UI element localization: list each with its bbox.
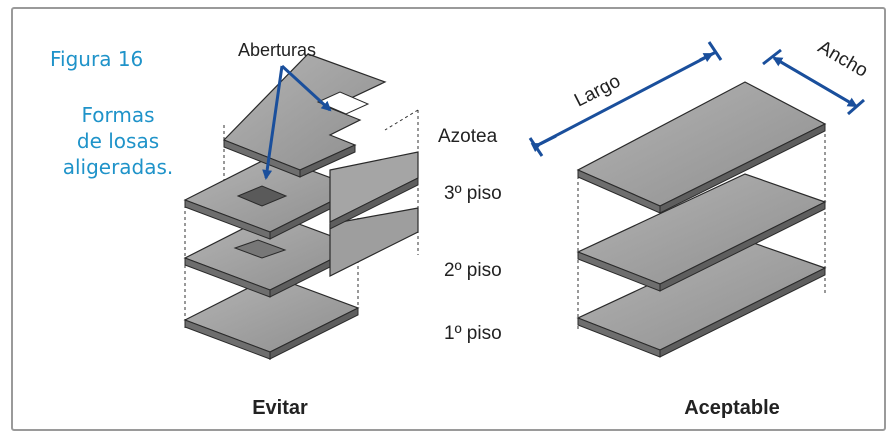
label-piso-2: 2º piso bbox=[444, 260, 502, 281]
caption-line-2: de losas bbox=[77, 129, 159, 153]
evitar-slab-3 bbox=[183, 151, 419, 240]
label-aberturas: Aberturas bbox=[238, 40, 316, 60]
caption-line-3: aligeradas. bbox=[63, 155, 174, 179]
evitar-opening-lower bbox=[236, 185, 288, 207]
evitar-slab-stack bbox=[183, 53, 419, 360]
largo-dimension bbox=[528, 41, 723, 157]
aceptable-slab-stack bbox=[576, 81, 827, 360]
caption-line-1: Formas bbox=[81, 103, 154, 127]
evitar-slab-azotea bbox=[222, 53, 387, 178]
ancho-dimension bbox=[762, 48, 865, 116]
label-aceptable: Aceptable bbox=[684, 397, 780, 419]
evitar-slab-1 bbox=[183, 275, 360, 360]
aceptable-slab-2 bbox=[576, 173, 827, 292]
evitar-opening-upper bbox=[316, 91, 370, 115]
label-azotea: Azotea bbox=[438, 126, 498, 147]
aceptable-slab-3 bbox=[576, 81, 827, 214]
aceptable-slab-1 bbox=[576, 239, 827, 358]
label-piso-1: 1º piso bbox=[444, 323, 502, 344]
evitar-slab-2 bbox=[183, 207, 419, 298]
label-evitar: Evitar bbox=[252, 397, 308, 419]
label-piso-3: 3º piso bbox=[444, 183, 502, 204]
figure-number: Figura 16 bbox=[50, 47, 143, 71]
